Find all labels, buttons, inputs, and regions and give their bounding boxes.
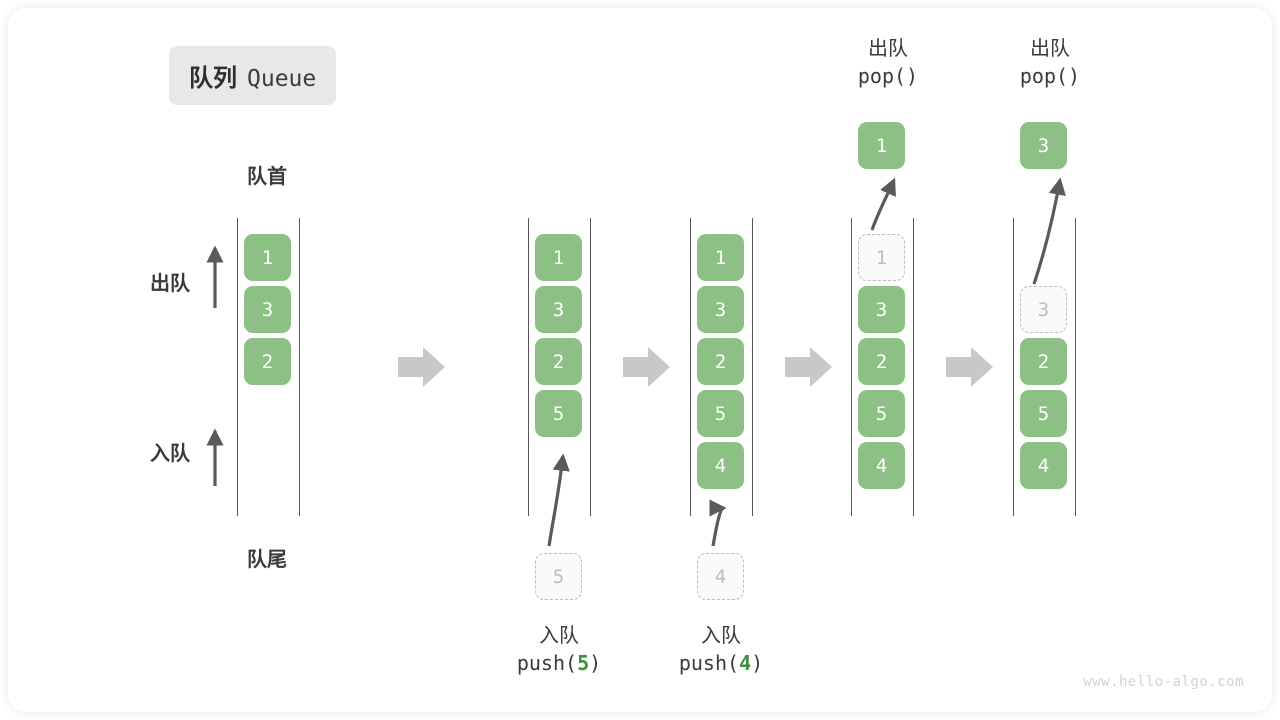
popped-element-c4: 3 xyxy=(1020,122,1067,169)
caption-pop-1-cn: 出队 xyxy=(868,38,908,60)
step-arrow-3 xyxy=(946,347,993,387)
queue-element-c4-3: 5 xyxy=(1020,390,1067,437)
title-english: Queue xyxy=(247,66,317,92)
arrow-overlay xyxy=(206,177,1066,547)
queue-element-c2-2: 2 xyxy=(697,338,744,385)
enqueue-direction-label: 入队 xyxy=(150,443,190,465)
dequeue-direction-label: 出队 xyxy=(150,273,190,295)
queue-element-c1-1: 3 xyxy=(535,286,582,333)
title-chinese: 队列 xyxy=(189,65,237,92)
step-arrow-2 xyxy=(785,347,832,387)
push-4-arrow xyxy=(709,499,727,547)
caption-pop-2-cn: 出队 xyxy=(1030,38,1070,60)
rail-left-col1 xyxy=(528,218,529,516)
queue-element-c1-2: 2 xyxy=(535,338,582,385)
rail-left-col3 xyxy=(851,218,852,516)
pop-1-arrow xyxy=(870,177,896,231)
queue-element-c2-3: 5 xyxy=(697,390,744,437)
rail-left-col0 xyxy=(237,218,238,516)
title-badge: 队列 Queue xyxy=(169,46,337,105)
rail-right-col2 xyxy=(752,218,753,516)
caption-pop-1-code: pop() xyxy=(857,64,919,88)
queue-element-c3-3: 5 xyxy=(858,390,905,437)
push4-code-pre: push( xyxy=(678,651,740,675)
rail-right-col1 xyxy=(590,218,591,516)
queue-tail-label: 队尾 xyxy=(247,549,287,571)
caption-push-4-cn: 入队 xyxy=(701,625,741,647)
queue-element-c3-4: 4 xyxy=(858,442,905,489)
caption-pop-2: 出队 pop() xyxy=(960,36,1140,90)
queue-element-c2-1: 3 xyxy=(697,286,744,333)
queue-element-c1-3: 5 xyxy=(535,390,582,437)
push5-code-post: ) xyxy=(589,651,602,675)
diagram-stage: 队列 Queue 队首 队尾 出队 入队 1 3 2 1 3 2 5 5 入队 … xyxy=(8,8,1272,712)
rail-left-col4 xyxy=(1013,218,1014,516)
caption-pop-2-code: pop() xyxy=(1019,64,1081,88)
queue-element-c3-1: 3 xyxy=(858,286,905,333)
ghost-element-c4: 3 xyxy=(1020,286,1067,333)
step-arrow-0 xyxy=(398,347,445,387)
queue-element-c0-0: 1 xyxy=(244,234,291,281)
caption-push-4: 入队 push(4) xyxy=(621,623,821,677)
caption-push-4-code: push(4) xyxy=(621,650,821,677)
push5-code-pre: push( xyxy=(516,651,578,675)
step-arrow-1 xyxy=(623,347,670,387)
diagram-card: 队列 Queue 队首 队尾 出队 入队 1 3 2 1 3 2 5 5 入队 … xyxy=(8,8,1272,712)
push5-num: 5 xyxy=(577,651,590,675)
queue-head-label: 队首 xyxy=(247,166,287,188)
caption-push-5: 入队 push(5) xyxy=(459,623,659,677)
queue-element-c4-4: 4 xyxy=(1020,442,1067,489)
queue-element-c0-2: 2 xyxy=(244,338,291,385)
rail-right-col0 xyxy=(299,218,300,516)
caption-push-5-code: push(5) xyxy=(459,650,659,677)
ghost-element-c1: 5 xyxy=(535,553,582,600)
caption-push-5-cn: 入队 xyxy=(539,625,579,647)
queue-element-c3-2: 2 xyxy=(858,338,905,385)
rail-right-col3 xyxy=(913,218,914,516)
ghost-element-c2: 4 xyxy=(697,553,744,600)
queue-element-c1-0: 1 xyxy=(535,234,582,281)
push4-code-post: ) xyxy=(751,651,764,675)
pop-3-arrow xyxy=(1032,177,1066,285)
ghost-element-c3: 1 xyxy=(858,234,905,281)
push4-num: 4 xyxy=(739,651,752,675)
watermark: www.hello-algo.com xyxy=(1083,674,1244,690)
popped-element-c3: 1 xyxy=(858,122,905,169)
push-5-arrow xyxy=(547,453,570,547)
queue-element-c0-1: 3 xyxy=(244,286,291,333)
queue-element-c2-0: 1 xyxy=(697,234,744,281)
queue-element-c2-4: 4 xyxy=(697,442,744,489)
caption-pop-1: 出队 pop() xyxy=(798,36,978,90)
rail-right-col4 xyxy=(1075,218,1076,516)
rail-left-col2 xyxy=(690,218,691,516)
queue-element-c4-2: 2 xyxy=(1020,338,1067,385)
